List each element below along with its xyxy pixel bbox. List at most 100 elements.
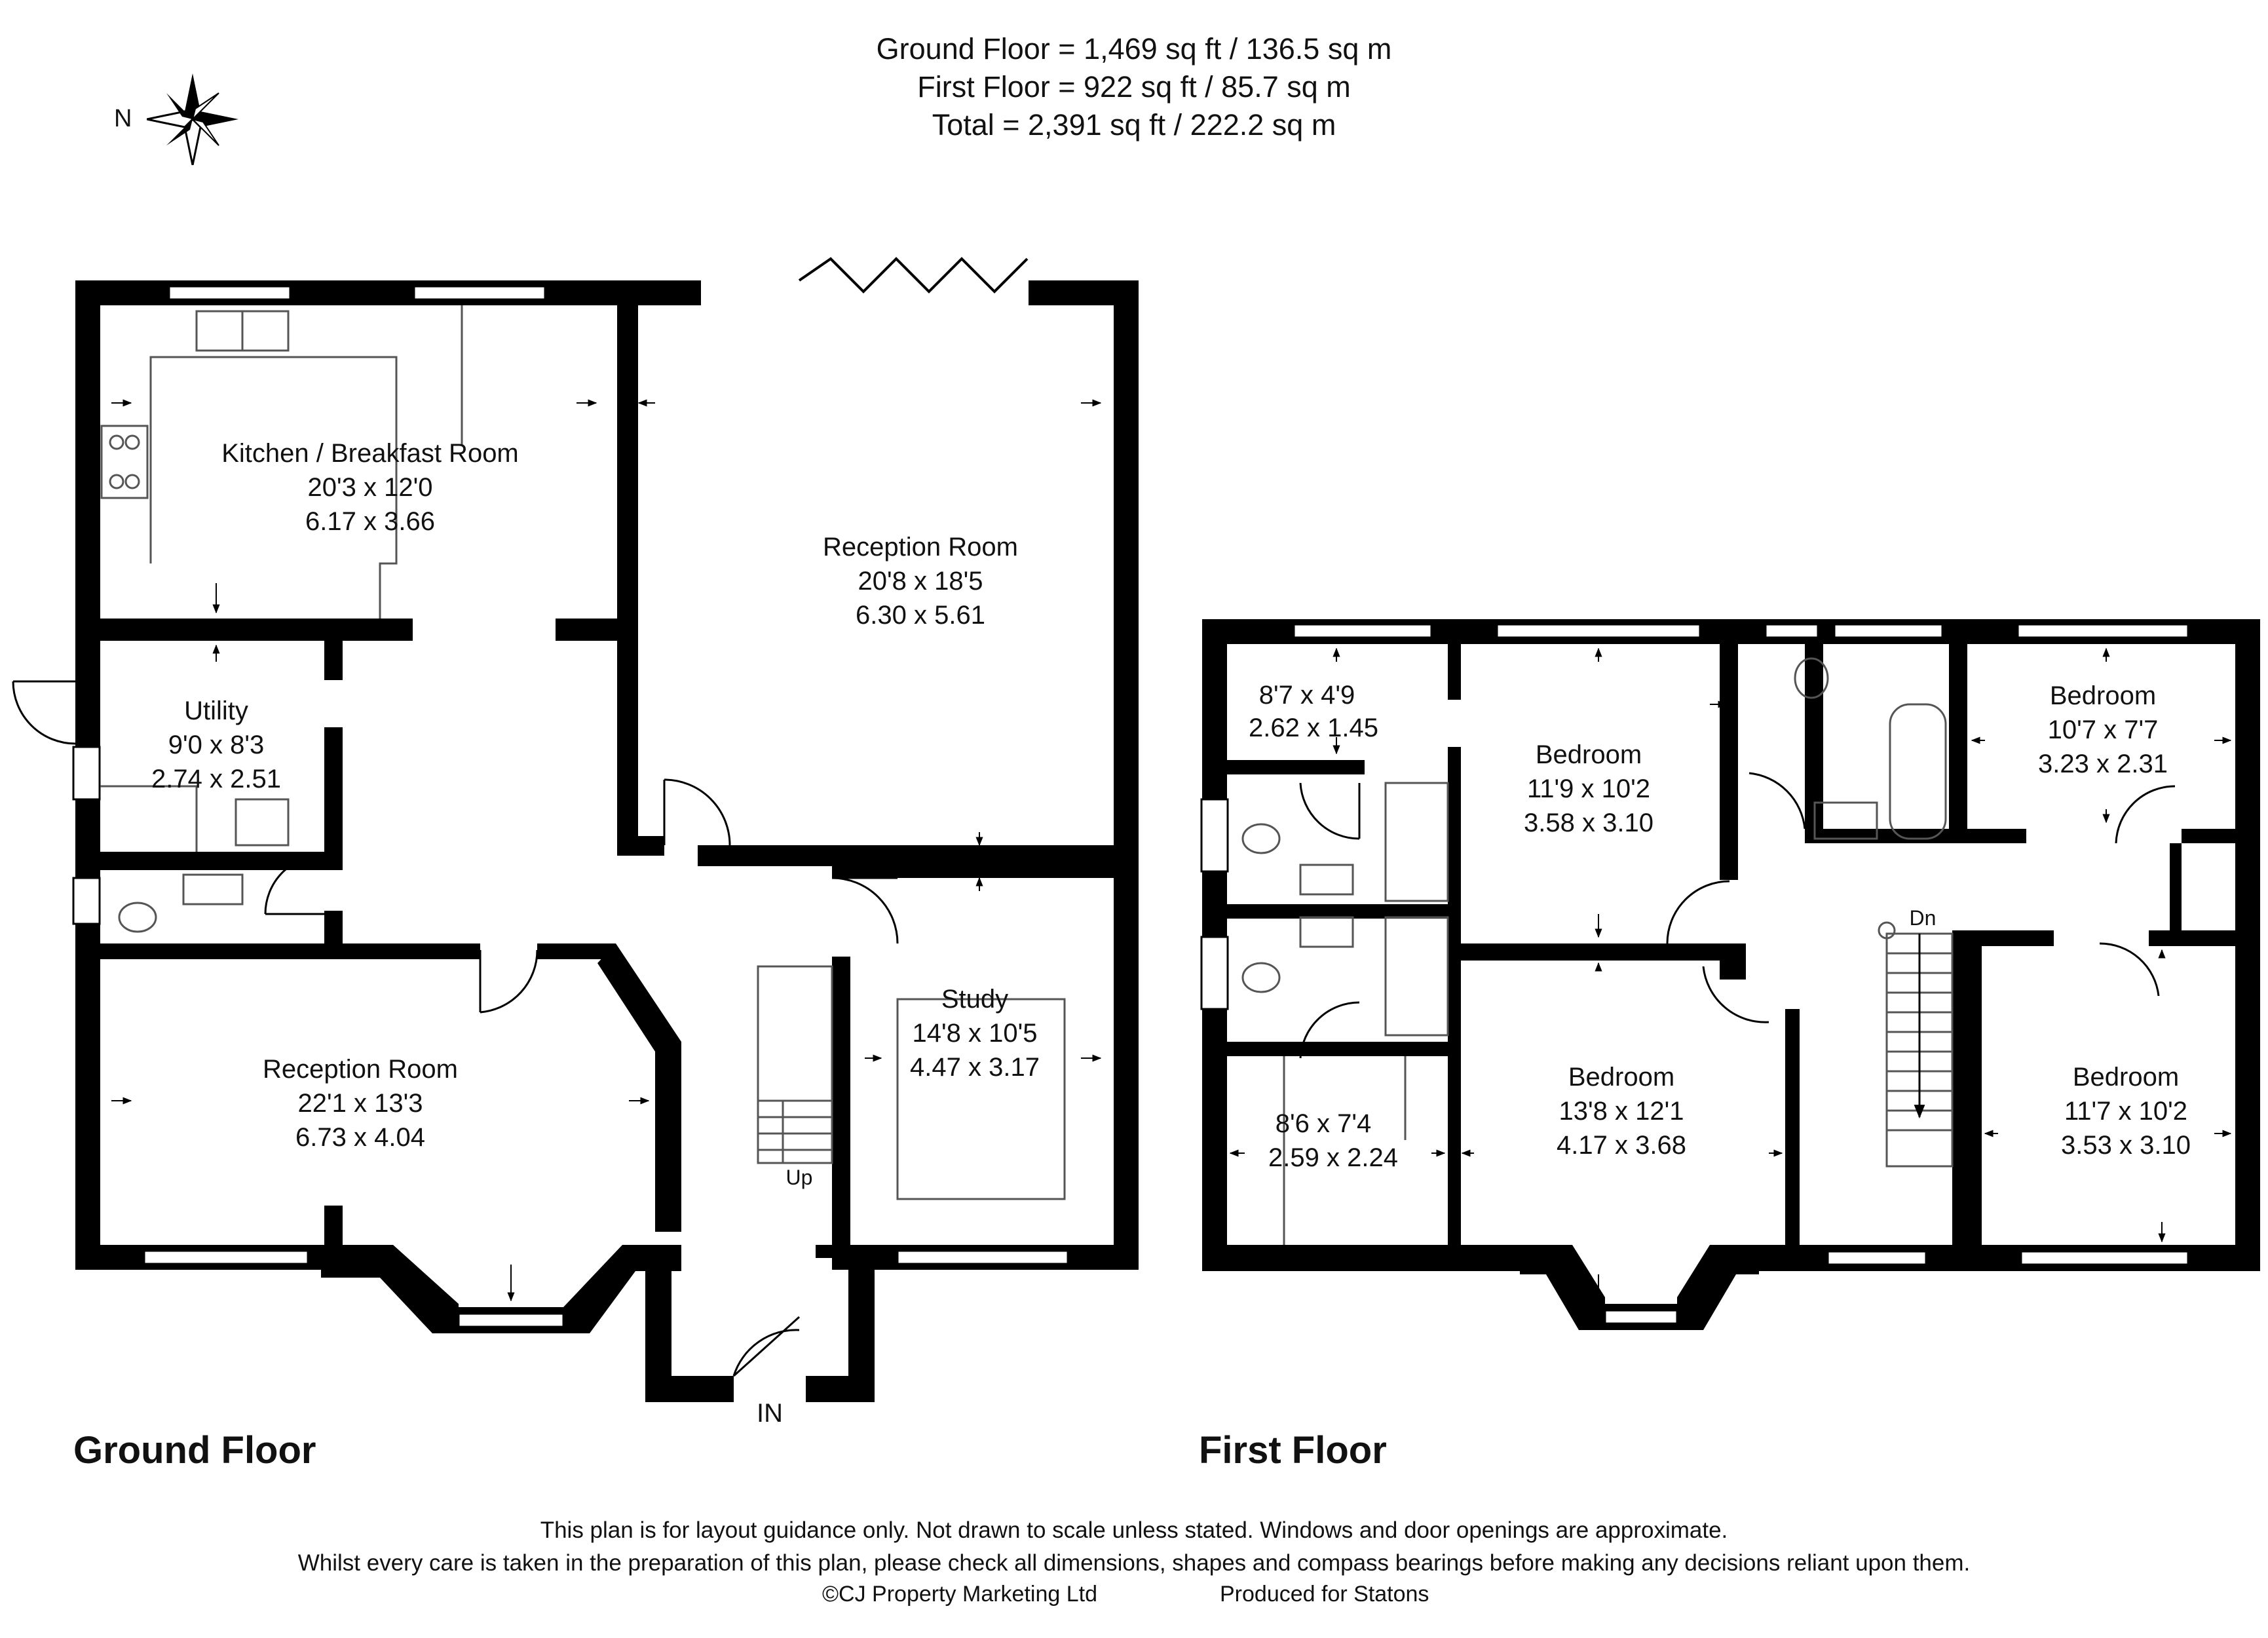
bedroom-1-imperial: 13'8 x 12'1: [1559, 1097, 1684, 1126]
kitchen-imperial: 20'3 x 12'0: [308, 473, 433, 502]
wall: [1952, 930, 1982, 1245]
wall: [1785, 1009, 1800, 1245]
interior-doors: [264, 778, 899, 1014]
utility-fixtures: [100, 785, 290, 933]
wall: [597, 943, 681, 1232]
window: [1764, 623, 1819, 639]
wall: [645, 1376, 734, 1402]
window: [1200, 798, 1229, 873]
wall: [324, 727, 343, 865]
disclaimer-line-2: Whilst every care is taken in the prepar…: [297, 1550, 1971, 1576]
window: [1833, 623, 1944, 639]
ground-floor-title: Ground Floor: [73, 1429, 316, 1472]
wall: [1114, 858, 1139, 1270]
bedroom-2-imperial: 11'9 x 10'2: [1527, 774, 1650, 803]
bedroom-4-metric: 3.23 x 2.31: [2038, 750, 2168, 778]
bedroom-3-name: Bedroom: [2073, 1063, 2179, 1092]
window: [1826, 1250, 1927, 1266]
north-label: N: [114, 105, 132, 132]
window: [1604, 1309, 1678, 1325]
wall: [832, 858, 1139, 878]
wall: [1448, 644, 1461, 700]
compass-rose-icon: [147, 73, 238, 165]
bathroom-fixtures: [1241, 657, 1947, 1245]
kitchen-name: Kitchen / Breakfast Room: [221, 439, 519, 468]
first-floor-plan: 8'7 x 4'9 2.62 x 1.45 Bedroom 11'9 x 10'…: [1200, 619, 2260, 1330]
wall: [1227, 760, 1365, 774]
wall: [1720, 644, 1738, 880]
ground-floor-area: Ground Floor = 1,469 sq ft / 136.5 sq m: [876, 32, 1392, 66]
wall: [1227, 904, 1456, 919]
study-imperial: 14'8 x 10'5: [913, 1019, 1038, 1048]
reception-rear-name: Reception Room: [823, 533, 1018, 562]
reception-rear-metric: 6.30 x 5.61: [856, 601, 985, 630]
window: [1293, 623, 1433, 639]
reception-front-imperial: 22'1 x 13'3: [298, 1089, 423, 1118]
entrance-label: IN: [757, 1399, 783, 1428]
bedroom-1-metric: 4.17 x 3.68: [1557, 1131, 1686, 1160]
wall: [617, 836, 664, 856]
dimension-arrows: [1229, 647, 2232, 1302]
bedroom-2-metric: 3.58 x 3.10: [1524, 809, 1654, 837]
wall: [1202, 1245, 1530, 1271]
landing-store-imperial: 8'7 x 4'9: [1259, 681, 1355, 710]
wall: [848, 1245, 875, 1402]
bedroom-4-imperial: 10'7 x 7'7: [2048, 715, 2159, 744]
wall: [556, 619, 621, 641]
kitchen-metric: 6.17 x 3.66: [305, 507, 435, 536]
interior-doors: [1299, 772, 2176, 1059]
bifold-door: [798, 257, 1029, 294]
landing-store-metric: 2.62 x 1.45: [1249, 714, 1378, 742]
wall: [832, 957, 850, 1270]
wall: [1982, 930, 2054, 946]
window: [896, 1249, 1069, 1265]
wall: [1114, 280, 1139, 870]
wall: [1227, 1042, 1456, 1056]
dressing-metric: 2.59 x 2.24: [1268, 1143, 1398, 1172]
bedroom-3-metric: 3.53 x 3.10: [2061, 1131, 2191, 1160]
disclaimer-line-1: This plan is for layout guidance only. N…: [540, 1517, 1728, 1543]
window: [1496, 623, 1701, 639]
window: [72, 877, 101, 925]
staircase-up: [757, 965, 833, 1164]
window: [168, 285, 292, 301]
wall: [617, 305, 638, 856]
produced-for: Produced for Statons: [1220, 1582, 1429, 1607]
window: [2016, 623, 2189, 639]
wall: [75, 619, 413, 641]
wall: [2170, 843, 2182, 942]
wall: [1448, 747, 1461, 1245]
wall: [324, 1206, 343, 1245]
reception-front-metric: 6.73 x 4.04: [295, 1123, 425, 1152]
bay-wall: [1677, 1245, 1759, 1330]
wall: [100, 852, 343, 870]
wall: [2149, 930, 2235, 946]
first-floor-title: First Floor: [1199, 1429, 1387, 1472]
stairs-up-label: Up: [786, 1166, 813, 1189]
bedroom-1-name: Bedroom: [1568, 1063, 1674, 1092]
wall: [324, 641, 343, 680]
bay-wall: [321, 1245, 459, 1333]
front-door: [732, 1316, 801, 1377]
window: [143, 1249, 309, 1265]
wall: [1448, 943, 1736, 961]
staircase-down: [1878, 921, 1954, 1168]
window: [2020, 1250, 2189, 1266]
window: [413, 285, 546, 301]
wall: [537, 943, 616, 959]
stairs-down-label: Dn: [1910, 906, 1937, 930]
reception-rear-imperial: 20'8 x 18'5: [858, 567, 983, 596]
utility-metric: 2.74 x 2.51: [151, 765, 281, 793]
bedroom-3-imperial: 11'7 x 10'2: [2064, 1097, 2187, 1126]
bedroom-4-name: Bedroom: [2050, 681, 2156, 710]
study-desk: [896, 998, 1066, 1200]
reception-front-name: Reception Room: [263, 1055, 458, 1084]
bedroom-2-name: Bedroom: [1536, 740, 1642, 769]
wall: [100, 943, 480, 959]
utility-name: Utility: [184, 696, 248, 725]
copyright: ©CJ Property Marketing Ltd: [822, 1582, 1097, 1607]
wall: [2182, 829, 2235, 843]
wall: [1967, 829, 2026, 843]
side-door: [12, 680, 76, 745]
total-area: Total = 2,391 sq ft / 222.2 sq m: [932, 108, 1336, 142]
